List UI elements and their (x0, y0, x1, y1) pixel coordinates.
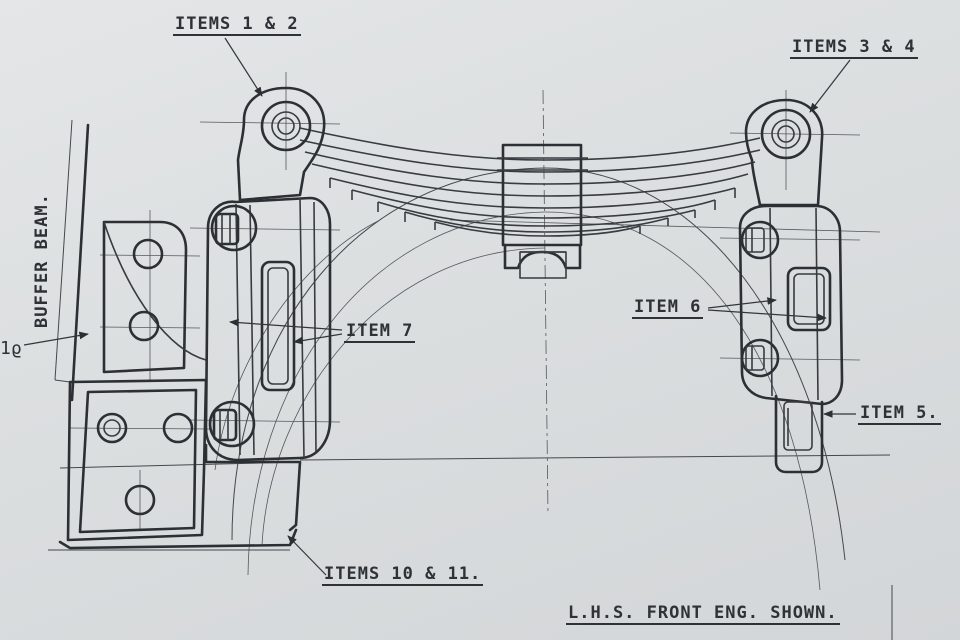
left-shackle (204, 196, 332, 532)
callout-item-5: ITEM 5. (858, 403, 941, 425)
left-spring-eye (236, 86, 326, 202)
callout-item-7: ITEM 7 (344, 321, 416, 343)
right-spring-eye (744, 98, 824, 207)
callout-item-6: ITEM 6 (632, 297, 704, 319)
leader-lines (23, 37, 856, 576)
footer-note: L.H.S. FRONT ENG. SHOWN. (566, 603, 840, 625)
callout-items-10-11: ITEMS 10 & 11. (322, 564, 484, 586)
right-shackle (738, 204, 844, 474)
edge-fragment-label: 1ϱ (0, 338, 22, 359)
callout-items-1-2: ITEMS 1 & 2 (173, 14, 301, 36)
leaf-spring (299, 127, 761, 279)
buffer-beam-bracket (48, 119, 298, 551)
buffer-beam-label: BUFFER BEAM. (32, 193, 52, 328)
callout-items-3-4: ITEMS 3 & 4 (790, 37, 918, 59)
